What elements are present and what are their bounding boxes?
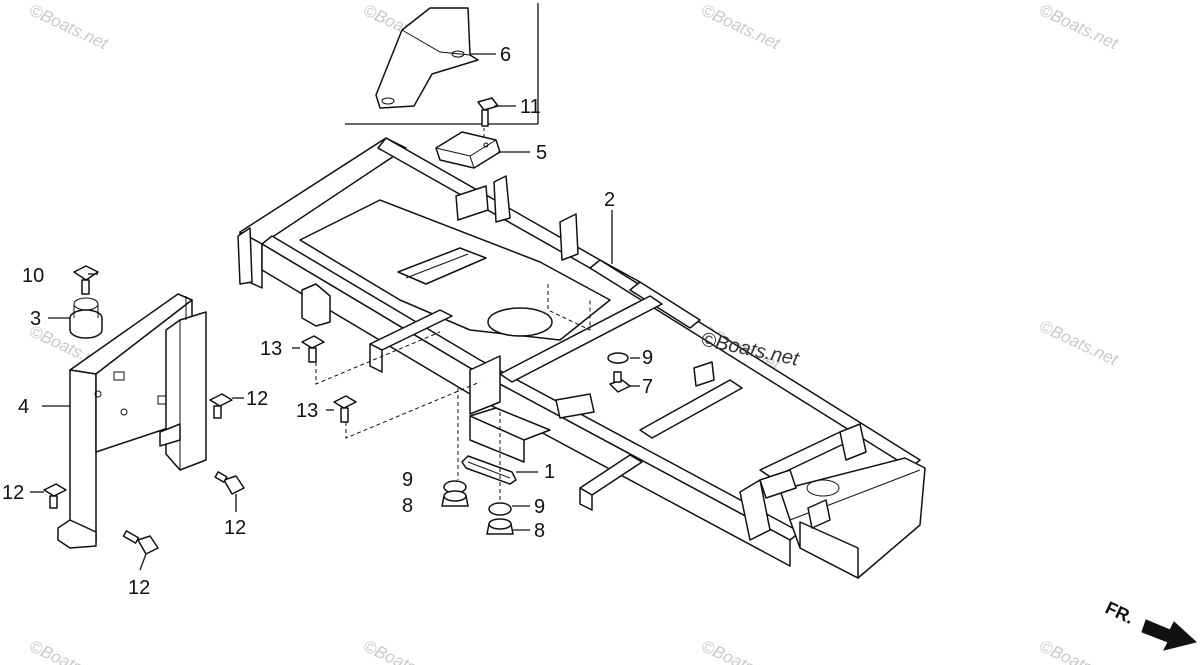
- part-12-bolt: [122, 530, 159, 555]
- watermark: ©Boats.net: [1036, 0, 1122, 53]
- callout-9: 9: [534, 496, 545, 518]
- watermark: ©Boats.net: [26, 0, 112, 53]
- callout-5: 5: [536, 142, 547, 164]
- part-6-plate: [345, 3, 539, 125]
- callout-11: 11: [520, 96, 541, 118]
- part-5-bracket: [435, 131, 501, 169]
- callout-8: 8: [534, 520, 545, 542]
- part-2-main-frame: [237, 137, 926, 579]
- callout-4: 4: [18, 396, 29, 418]
- front-direction-indicator: FR.: [1102, 597, 1198, 651]
- watermark: ©Boats.net: [1036, 636, 1122, 665]
- part-12-bolt: [43, 483, 67, 509]
- watermark: ©Boats.net: [360, 636, 446, 665]
- part-9-washer: [443, 352, 629, 516]
- part-13-bolt: [301, 335, 325, 363]
- part-3-rubber-mount: [69, 297, 103, 339]
- part-8-nut: [441, 490, 514, 535]
- callout-2: 2: [604, 189, 615, 211]
- leader-lines: [30, 53, 640, 571]
- watermark: ©Boats.net: [698, 636, 784, 665]
- watermark: ©Boats.net: [698, 0, 784, 53]
- callout-12: 12: [128, 577, 150, 599]
- watermark: ©Boats.net: [1036, 316, 1122, 369]
- callout-9: 9: [642, 347, 653, 369]
- front-arrow-icon: [1141, 619, 1198, 651]
- callout-13: 13: [296, 400, 318, 422]
- callout-3: 3: [30, 308, 41, 330]
- part-12-bolt: [214, 471, 245, 495]
- callout-12: 12: [224, 517, 246, 539]
- callout-10: 10: [22, 265, 44, 287]
- callout-9: 9: [402, 469, 413, 491]
- callout-7: 7: [642, 376, 653, 398]
- part-13-bolt: [333, 395, 357, 423]
- part-11-bolt: [477, 97, 499, 145]
- callout-8: 8: [402, 495, 413, 517]
- callout-1: 1: [544, 461, 555, 483]
- callout-13: 13: [260, 338, 282, 360]
- callout-6: 6: [500, 44, 511, 66]
- front-label: FR.: [1102, 597, 1137, 627]
- callout-labels: 1 2 3 4 5 6 7 8 8 9 9 9 10 11 12 12 12 1…: [2, 44, 653, 599]
- part-10-bolt: [73, 265, 99, 295]
- part-1-rubber-strip: [461, 455, 517, 485]
- watermark: ©Boats.net: [26, 636, 112, 665]
- part-7-bolt: [609, 371, 631, 393]
- callout-12: 12: [2, 482, 24, 504]
- callout-12: 12: [246, 388, 268, 410]
- part-12-bolt: [209, 393, 233, 419]
- part-4-bracket: [57, 293, 207, 549]
